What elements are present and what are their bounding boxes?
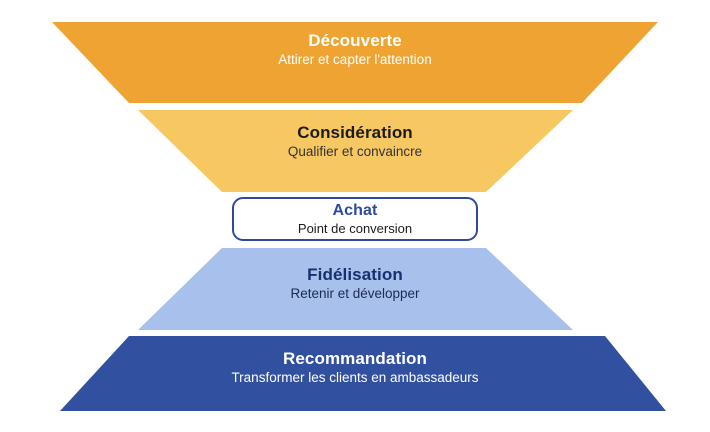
- funnel-stage-achat[interactable]: Achat Point de conversion: [232, 197, 478, 241]
- fidelisation-shape: [138, 248, 573, 330]
- achat-subtitle: Point de conversion: [297, 221, 413, 236]
- consideration-shape: [138, 110, 573, 192]
- decouverte-shape: [52, 22, 658, 103]
- achat-title: Achat: [332, 202, 378, 219]
- recommandation-shape: [60, 336, 666, 411]
